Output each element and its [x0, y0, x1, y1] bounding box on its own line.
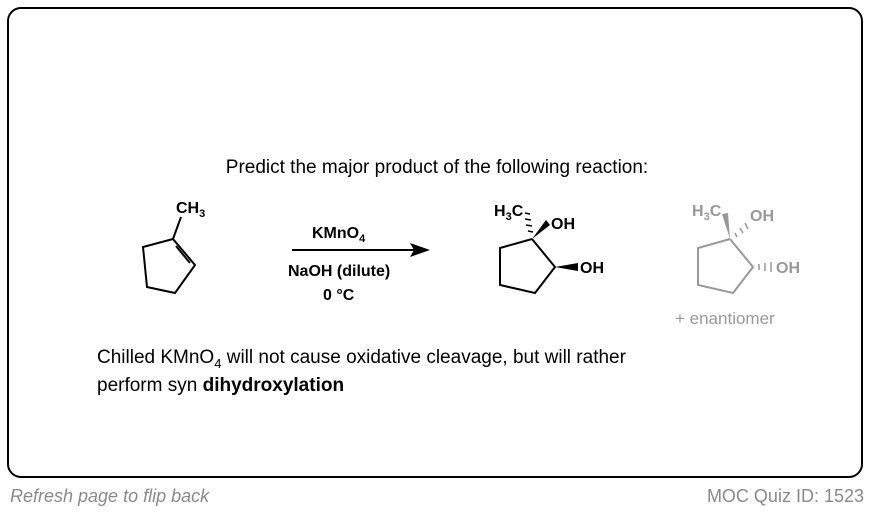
reactant-ch3-label: CH3 — [176, 200, 205, 220]
reactant-methylcyclopentene — [141, 216, 197, 295]
explanation: Chilled KMnO4 will not cause oxidative c… — [97, 347, 626, 397]
explanation-text: Chilled KMnO — [97, 347, 215, 368]
enantiomer-oh2: OH — [776, 260, 800, 277]
wedge-bond — [555, 263, 578, 271]
product-oh1: OH — [551, 216, 575, 233]
wedge-bond — [722, 213, 730, 239]
reagent-naoh: NaOH (dilute) — [288, 263, 390, 280]
product-oh2: OH — [580, 260, 604, 277]
question-text: Predict the major product of the followi… — [225, 157, 649, 178]
hashed-bond — [734, 222, 772, 272]
enantiomer-diol — [697, 238, 755, 295]
explanation-text: will not cause oxidative cleavage, but w… — [221, 347, 626, 368]
enantiomer-label: + enantiomer — [675, 309, 775, 328]
product-diol — [499, 238, 557, 295]
keyword-dihydroxylation: dihydroxylation — [202, 374, 345, 396]
explanation-text: perform syn — [97, 374, 203, 396]
enantiomer-oh1: OH — [750, 208, 774, 225]
product-h3c: H3C — [494, 203, 524, 223]
reagent-temp: 0 °C — [323, 287, 355, 304]
quiz-card[interactable] — [7, 7, 863, 478]
wedge-bond — [532, 220, 550, 239]
subscript: 4 — [214, 355, 222, 371]
quiz-id: MOC Quiz ID: 1523 — [706, 486, 864, 506]
refresh-hint: Refresh page to flip back — [10, 486, 210, 506]
reaction-arrow — [292, 243, 430, 257]
hashed-bond — [524, 212, 534, 233]
enantiomer-h3c: H3C — [692, 203, 722, 223]
reagent-kmno4: KMnO4 — [312, 225, 366, 245]
